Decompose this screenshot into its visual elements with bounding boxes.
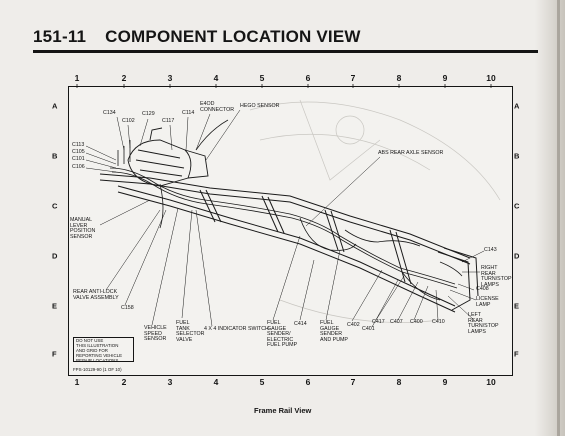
callout-manual-lever-position-sensor: MANUAL LEVER POSITION SENSOR [70, 217, 96, 240]
callout-c402: C402 [347, 322, 360, 328]
grid-col-7: 7 [350, 377, 356, 387]
grid-col-6: 6 [305, 73, 311, 83]
diagram-frame [68, 86, 513, 376]
callout-c408: C408 [476, 286, 489, 292]
callout-c102: C102 [122, 118, 135, 124]
callout-c158: C158 [121, 305, 134, 311]
grid-row-a: A [514, 101, 520, 111]
callout-c407: C407 [390, 319, 403, 325]
grid-row-b: B [52, 151, 58, 161]
wiring-harness [109, 119, 463, 301]
repair-location-notice: DO NOT USE THIS ILLUSTRATION AND GRID FO… [73, 337, 134, 363]
grid-row-f: F [52, 349, 57, 359]
grid-row-c: C [514, 201, 520, 211]
callout-right-rear-turn-stop-lamps: RIGHT REAR TURN/STOP LAMPS [481, 265, 512, 288]
callout-fuel-gauge-sender-electric-fuel-pump: FUEL GAUGE SENDER/ ELECTRIC FUEL PUMP [267, 320, 298, 349]
callout-c143: C143 [484, 247, 497, 253]
callout-rear-anti-lock-valve-assembly: REAR ANTI-LOCK VALVE ASSEMBLY [73, 289, 119, 301]
leader-lines [85, 109, 485, 328]
grid-col-1: 1 [74, 73, 80, 83]
grid-col-10: 10 [486, 377, 496, 387]
figure-caption: Frame Rail View [254, 406, 312, 415]
callout-abs-rear-axle-sensor: ABS REAR AXLE SENSOR [378, 150, 444, 156]
callout-e4od-connector: E4OD CONNECTOR [200, 101, 235, 113]
grid-row-d: D [514, 251, 520, 261]
section-number: 151-11 [33, 27, 87, 46]
callout-c134: C134 [103, 110, 116, 116]
grid-col-5: 5 [259, 73, 265, 83]
print-through-ghost [249, 99, 501, 323]
grid-ticks [76, 84, 492, 88]
callout-4x4-indicator-switch: 4 X 4 INDICATOR SWITCH [204, 326, 269, 332]
grid-col-2: 2 [121, 73, 127, 83]
page-fold-shadow [535, 0, 565, 436]
grid-row-d: D [52, 251, 58, 261]
grid-col-8: 8 [396, 73, 402, 83]
callout-c106: C106 [72, 164, 85, 170]
grid-row-e: E [514, 301, 520, 311]
grid-row-e: E [52, 301, 58, 311]
callout-c417: C417 [372, 319, 385, 325]
callout-vehicle-speed-sensor: VEHICLE SPEED SENSOR [144, 325, 167, 343]
grid-col-7: 7 [350, 73, 356, 83]
grid-col-9: 9 [442, 377, 448, 387]
grid-col-6: 6 [305, 377, 311, 387]
callout-hego-sensor: HEGO SENSOR [240, 103, 280, 109]
callout-c101: C101 [72, 156, 85, 162]
callout-c414: C414 [294, 321, 307, 327]
callout-fuel-tank-selector-valve: FUEL TANK SELECTOR VALVE [176, 320, 205, 343]
callout-c410: C410 [432, 319, 445, 325]
callout-fuel-gauge-sender-and-pump: FUEL GAUGE SENDER AND PUMP [320, 320, 348, 343]
callout-c400: C400 [410, 319, 423, 325]
grid-col-8: 8 [396, 377, 402, 387]
grid-col-10: 10 [486, 73, 496, 83]
grid-col-3: 3 [167, 73, 173, 83]
grid-row-a: A [52, 101, 58, 111]
transmission-housing [127, 127, 209, 187]
page-header: 151-11 COMPONENT LOCATION VIEW [33, 27, 361, 47]
grid-col-3: 3 [167, 377, 173, 387]
grid-row-c: C [52, 201, 58, 211]
grid-row-f: F [514, 349, 519, 359]
callout-c117: C117 [162, 118, 175, 124]
grid-col-2: 2 [121, 377, 127, 387]
callout-license-lamp: LICENSE LAMP [476, 296, 499, 308]
figure-reference: FPS-10129-90 (1 OF 10) [73, 367, 122, 372]
binding-spine [557, 0, 560, 436]
callout-c113: C113 [72, 142, 85, 148]
header-rule [33, 50, 538, 53]
page-title: COMPONENT LOCATION VIEW [105, 27, 361, 46]
callout-c129: C129 [142, 111, 155, 117]
callout-c401: C401 [362, 326, 375, 332]
grid-col-9: 9 [442, 73, 448, 83]
grid-col-1: 1 [74, 377, 80, 387]
grid-row-b: B [514, 151, 520, 161]
callout-c105: C105 [72, 149, 85, 155]
grid-col-4: 4 [213, 73, 219, 83]
callout-left-rear-turn-stop-lamps: LEFT REAR TURN/STOP LAMPS [468, 312, 499, 335]
callout-c114: C114 [182, 110, 195, 116]
grid-col-4: 4 [213, 377, 219, 387]
grid-col-5: 5 [259, 377, 265, 387]
